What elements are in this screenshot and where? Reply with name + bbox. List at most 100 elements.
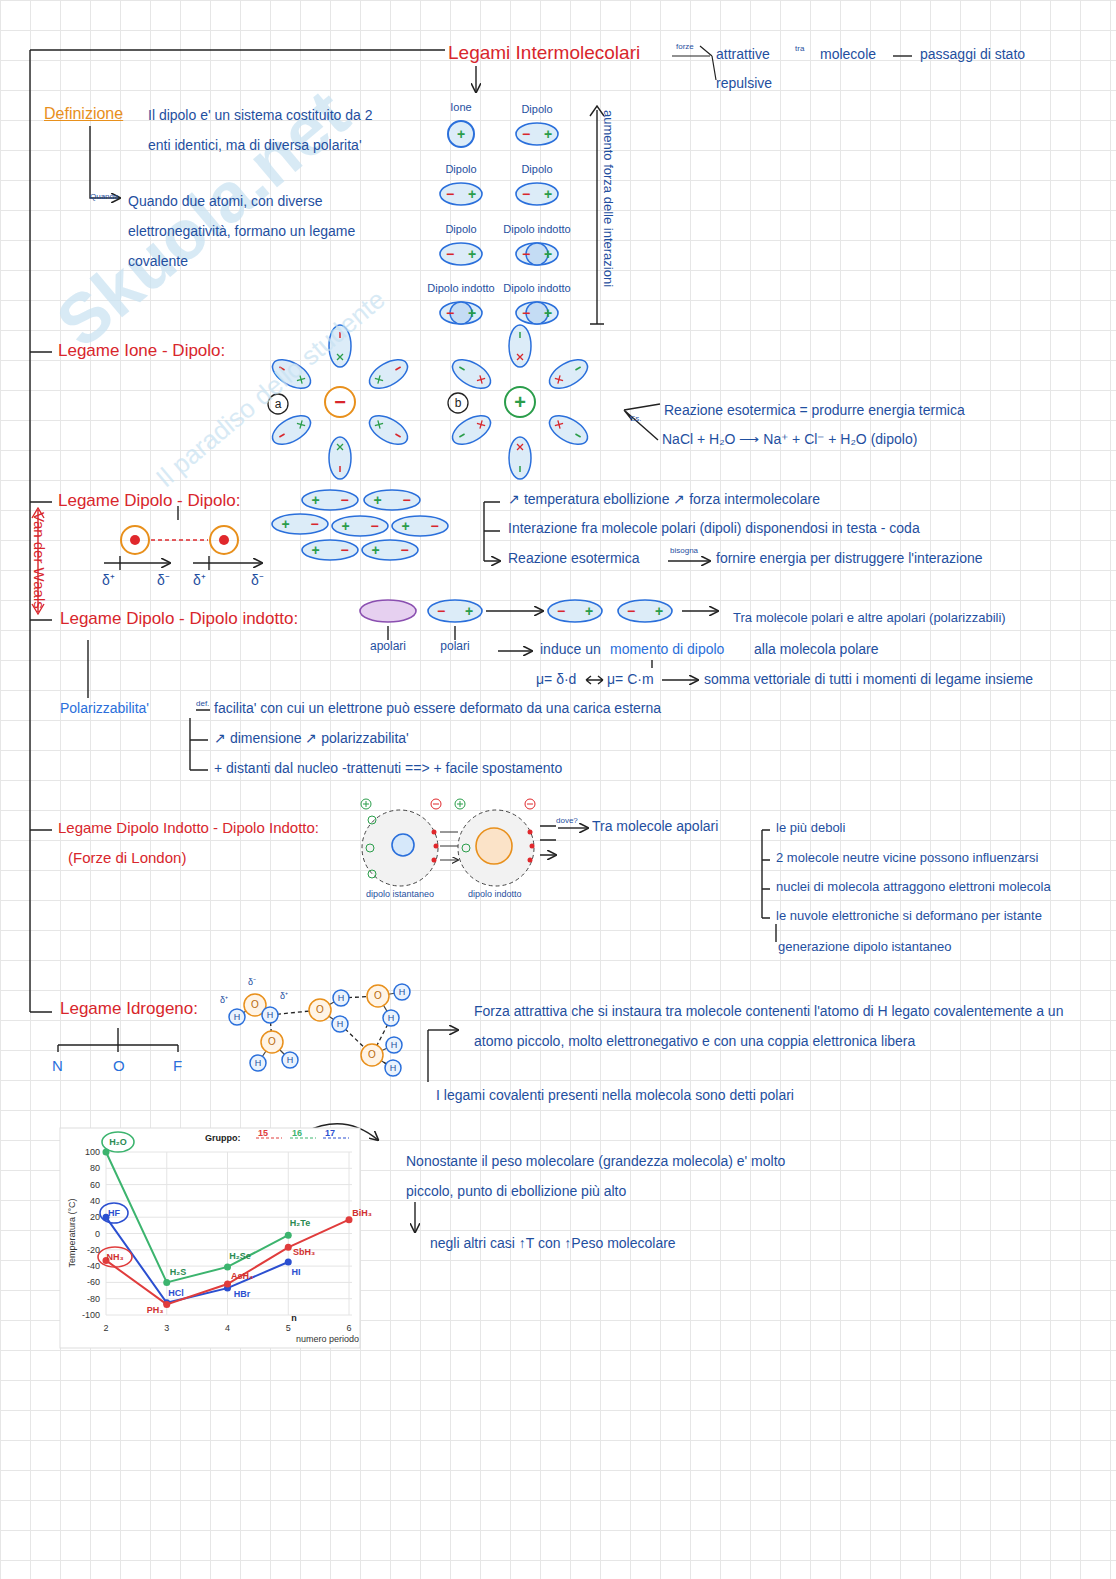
charge-sign: − [522, 127, 530, 141]
node-heading: polari [440, 640, 469, 652]
note-text: H [338, 993, 345, 1004]
note-text: generazione dipolo istantaneo [778, 939, 951, 955]
dipole-ellipse: −+polari [427, 599, 483, 623]
dipole-ellipse: +− [301, 489, 359, 511]
note-text: H [255, 1058, 262, 1069]
charge-sign: + [371, 543, 379, 557]
note-text: δ⁻ [248, 977, 256, 988]
note-text: induce un [540, 641, 601, 658]
note-text: 6 [346, 1323, 351, 1334]
node-outline [515, 301, 559, 325]
dipole-ellipse: +− [363, 489, 421, 511]
bracket-lines [30, 46, 912, 1232]
note-text: Es. [630, 414, 642, 424]
note-text: bisogna [670, 546, 698, 556]
charge-sign: − [522, 187, 530, 201]
node-outline [504, 386, 536, 418]
note-text: 2 molecole neutre vicine possono influen… [776, 850, 1038, 866]
note-text: NH₃ [106, 1252, 123, 1263]
note-text: 40 [90, 1195, 100, 1206]
note-text: forze [676, 42, 694, 52]
note-text: 4 [225, 1323, 230, 1334]
dipole-ellipse: −+ [617, 599, 673, 623]
note-text: δ⁺ [280, 991, 288, 1002]
node-outline [271, 513, 329, 535]
note-text: (Forze di London) [68, 849, 186, 867]
a-b-circles [268, 393, 468, 414]
charge-sign: + [311, 493, 319, 507]
note-text: Temperatura (°C) [67, 1198, 78, 1267]
dipole-ellipse: Dipolo indotto−+ [439, 301, 483, 325]
note-text: nuclei di molecola attraggono elettroni … [776, 879, 1051, 895]
node-heading: Dipolo [445, 164, 476, 175]
note-text: H₂Se [229, 1251, 251, 1262]
charge-sign: + [468, 187, 476, 201]
note-text: repulsive [716, 75, 772, 92]
note-text: dipolo indotto [468, 889, 522, 900]
note-text: Tra molecole polari e altre apolari (pol… [733, 610, 1006, 626]
node-outline [361, 539, 419, 561]
note-text: fornire energia per distruggere l'intera… [716, 550, 983, 567]
note-text: -80 [87, 1293, 100, 1304]
charge-sign: − [446, 187, 454, 201]
note-text: O [374, 990, 382, 1002]
note-text: def. [196, 699, 209, 709]
node-outline [427, 599, 483, 623]
charge-sign: + [514, 392, 526, 412]
charge-sign: − [334, 392, 346, 412]
charge-sign: − [340, 493, 348, 507]
node-outline [324, 386, 356, 418]
note-text: negli altri casi ↑T con ↑Peso molecolare [430, 1235, 676, 1252]
note-text: Polarizzabilita' [60, 700, 149, 717]
note-text: + distanti dal nucleo -trattenuti ==> + … [214, 760, 562, 777]
node-heading: Dipolo indotto [503, 283, 570, 294]
note-text: Il dipolo e' un sistema costituito da 2 … [148, 100, 398, 160]
node-heading: Dipolo indotto [503, 224, 570, 235]
charge-sign: − [522, 247, 530, 261]
note-text: O [113, 1057, 125, 1075]
note-text: 0 [95, 1228, 100, 1239]
note-text: H [388, 1013, 395, 1024]
note-text: δ⁻ [157, 572, 170, 589]
note-text: Interazione fra molecole polari (dipoli)… [508, 520, 920, 537]
note-text: Definizione [44, 104, 123, 123]
dipole-ellipse: +− [301, 539, 359, 561]
ion-circle: Ione+ [447, 120, 475, 148]
note-text: dove? [556, 816, 578, 826]
node-outline [617, 599, 673, 623]
note-text: δ⁺ [193, 572, 206, 589]
note-text: PH₃ [147, 1305, 164, 1316]
node-outline [363, 489, 421, 511]
note-text: a [275, 397, 282, 411]
note-text: F [173, 1057, 182, 1075]
note-text: Quando due atomi, con diverse elettroneg… [128, 186, 368, 276]
node-outline [301, 539, 359, 561]
ion-dipole-sketch [268, 325, 592, 479]
charge-sign: − [437, 604, 445, 618]
node-outline [547, 599, 603, 623]
charge-sign: + [544, 247, 552, 261]
connector-arrow [486, 610, 543, 611]
node-outline [447, 120, 475, 148]
note-text: AsH₃ [231, 1271, 253, 1282]
charge-sign: + [655, 604, 663, 618]
note-text: le nuvole elettroniche si deformano per … [776, 908, 1042, 924]
note-text: passaggi di stato [920, 46, 1025, 63]
charge-sign: + [468, 247, 476, 261]
charge-sign: + [544, 127, 552, 141]
dipole-ellipse: Dipolo−+ [515, 182, 559, 206]
note-text: numero periodo [296, 1334, 359, 1345]
note-text: HF [108, 1208, 120, 1219]
ion-circle: − [324, 386, 356, 418]
note-text: O [268, 1036, 276, 1048]
note-text: 5 [286, 1323, 291, 1334]
note-text: HI [292, 1267, 301, 1278]
node-heading: apolari [370, 640, 406, 652]
node-outline [439, 301, 483, 325]
note-text: HCl [168, 1288, 184, 1299]
note-text: 17 [325, 1128, 335, 1139]
charge-sign: + [544, 306, 552, 320]
note-text: 15 [258, 1128, 268, 1139]
